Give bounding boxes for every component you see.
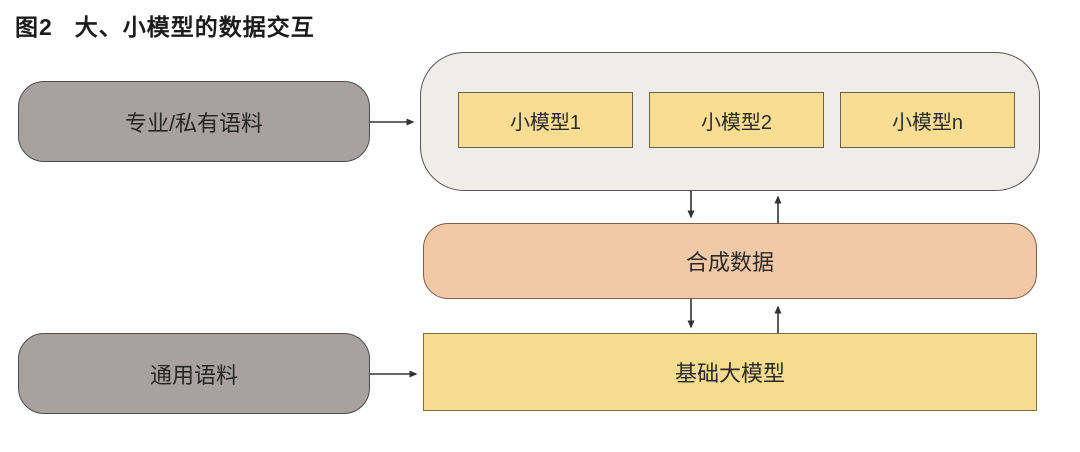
node-base-model: 基础大模型 [423, 333, 1037, 411]
node-synthetic-data: 合成数据 [423, 223, 1037, 299]
node-base-model-label: 基础大模型 [674, 361, 785, 386]
node-private-corpus-label: 专业/私有语料 [124, 110, 264, 136]
node-small-model-1: 小模型1 [458, 92, 633, 148]
figure-number-label: 图2 [15, 14, 53, 40]
node-small-model-1-label: 小模型1 [509, 111, 582, 134]
node-general-corpus: 通用语料 [18, 333, 370, 414]
node-small-model-2: 小模型2 [649, 92, 824, 148]
node-small-model-n-label: 小模型n [891, 111, 964, 134]
node-general-corpus-label: 通用语料 [149, 362, 238, 388]
figure-title: 图2 大、小模型的数据交互 [15, 8, 315, 42]
figure-caption-text: 大、小模型的数据交互 [74, 14, 315, 40]
node-synthetic-data-label: 合成数据 [685, 250, 774, 275]
node-private-corpus: 专业/私有语料 [18, 81, 370, 162]
node-small-model-n: 小模型n [840, 92, 1015, 148]
node-small-model-2-label: 小模型2 [700, 111, 773, 134]
